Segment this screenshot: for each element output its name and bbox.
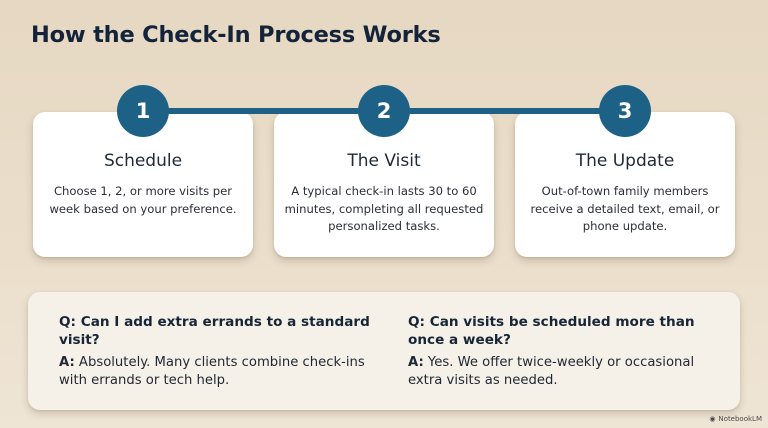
step-card-title: Schedule — [103, 151, 183, 171]
step-card-title: The Visit — [347, 151, 421, 171]
faq-question: Q: Can visits be scheduled more than onc… — [408, 314, 695, 348]
faq-item-visit-frequency: Q: Can visits be scheduled more than onc… — [408, 313, 728, 390]
step-card-schedule: Schedule Choose 1, 2, or more visits per… — [33, 112, 253, 257]
faq-answer: A: Absolutely. Many clients combine chec… — [59, 354, 379, 390]
faq-answer-prefix: A: — [59, 355, 75, 370]
step-3-number-badge: 3 — [599, 85, 651, 137]
step-card-description: Out-of-town family members receive a det… — [530, 184, 720, 233]
watermark-label: NotebookLM — [718, 415, 762, 423]
faq-panel: Q: Can I add extra errands to a standard… — [28, 292, 740, 410]
faq-answer-text: Yes. We offer twice-weekly or occasional… — [408, 355, 695, 388]
faq-question: Q: Can I add extra errands to a standard… — [59, 314, 370, 348]
step-card-the-update: The Update Out-of-town family members re… — [515, 112, 735, 257]
step-card-title: The Update — [575, 151, 675, 171]
faq-item-extra-errands: Q: Can I add extra errands to a standard… — [59, 313, 379, 390]
notebooklm-logo-icon: ◉ — [709, 415, 716, 423]
step-1-number-badge: 1 — [117, 85, 169, 137]
step-card-the-visit: The Visit A typical check-in lasts 30 to… — [274, 112, 494, 257]
step-card-description: Choose 1, 2, or more visits per week bas… — [49, 184, 237, 216]
faq-answer: A: Yes. We offer twice-weekly or occasio… — [408, 354, 728, 390]
faq-answer-text: Absolutely. Many clients combine check-i… — [59, 355, 365, 388]
page-title: How the Check-In Process Works — [31, 22, 441, 48]
faq-answer-prefix: A: — [408, 355, 424, 370]
step-card-description: A typical check-in lasts 30 to 60 minute… — [284, 184, 484, 233]
step-2-number-badge: 2 — [358, 85, 410, 137]
notebooklm-watermark: ◉ NotebookLM — [709, 415, 762, 423]
